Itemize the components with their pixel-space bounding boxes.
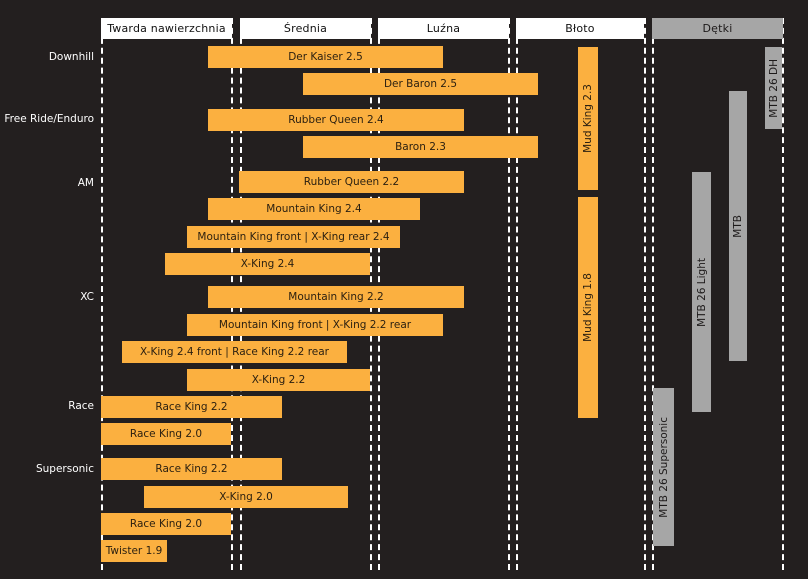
grid-line-6 xyxy=(516,18,518,570)
vertical-bar[interactable]: MTB xyxy=(729,91,747,361)
discipline-label-6: Supersonic xyxy=(35,463,94,475)
tyre-bar[interactable]: X-King 2.4 front | Race King 2.2 rear xyxy=(122,341,347,363)
vertical-bar-label: Mud King 2.3 xyxy=(582,84,594,153)
vertical-bar[interactable]: MTB 26 Light xyxy=(692,172,711,412)
discipline-label-3: AM xyxy=(77,177,94,189)
tyre-bar[interactable]: Rubber Queen 2.2 xyxy=(239,171,464,193)
vertical-bar-label: MTB 26 Light xyxy=(695,257,708,327)
vertical-bar-label: MTB 26 Supersonic xyxy=(657,416,670,518)
tyre-bar[interactable]: Race King 2.2 xyxy=(101,396,282,418)
tyre-bar[interactable]: X-King 2.0 xyxy=(144,486,348,508)
vertical-bar[interactable]: MTB 26 DH xyxy=(765,47,782,129)
grid-line-9 xyxy=(782,18,784,570)
vertical-bar-label: MTB xyxy=(732,214,744,238)
tyre-bar[interactable]: Twister 1.9 xyxy=(101,540,167,562)
tyre-bar[interactable]: Mountain King 2.2 xyxy=(208,286,464,308)
column-header-4[interactable]: Błoto xyxy=(516,18,644,39)
tyre-bar[interactable]: Race King 2.0 xyxy=(101,423,231,445)
discipline-label-4: XC xyxy=(80,291,94,303)
tyre-bar[interactable]: Mountain King front | X-King rear 2.4 xyxy=(187,226,400,248)
tyre-bar[interactable]: Mountain King 2.4 xyxy=(208,198,420,220)
grid-line-8 xyxy=(652,18,654,570)
column-header-3[interactable]: Luźna xyxy=(378,18,509,39)
vertical-bar[interactable]: MTB 26 Supersonic xyxy=(653,388,674,546)
column-header-2[interactable]: Średnia xyxy=(240,18,371,39)
vertical-bar-label: MTB 26 DH xyxy=(767,58,780,118)
grid-line-5 xyxy=(508,18,510,570)
column-header-5[interactable]: Dętki xyxy=(652,18,783,39)
vertical-bar-label: Mud King 1.8 xyxy=(582,273,594,342)
tyre-bar[interactable]: Mountain King front | X-King 2.2 rear xyxy=(187,314,443,336)
tyre-bar[interactable]: Race King 2.0 xyxy=(101,513,231,535)
vertical-bar[interactable]: Mud King 2.3 xyxy=(578,47,598,190)
discipline-label-2: Free Ride/Enduro xyxy=(4,113,94,125)
grid-line-0 xyxy=(101,18,103,570)
tyre-bar[interactable]: Der Kaiser 2.5 xyxy=(208,46,443,68)
grid-line-7 xyxy=(644,18,646,570)
tyre-bar[interactable]: Baron 2.3 xyxy=(303,136,538,158)
tyre-bar[interactable]: X-King 2.4 xyxy=(165,253,370,275)
tyre-bar[interactable]: X-King 2.2 xyxy=(187,369,370,391)
column-header-1[interactable]: Twarda nawierzchnia xyxy=(101,18,232,39)
vertical-bar[interactable]: Mud King 1.8 xyxy=(578,197,598,418)
discipline-label-5: Race xyxy=(68,400,94,412)
tyre-bar[interactable]: Rubber Queen 2.4 xyxy=(208,109,464,131)
tyre-bar[interactable]: Race King 2.2 xyxy=(101,458,282,480)
tyre-bar[interactable]: Der Baron 2.5 xyxy=(303,73,538,95)
discipline-label-1: Downhill xyxy=(48,51,94,63)
